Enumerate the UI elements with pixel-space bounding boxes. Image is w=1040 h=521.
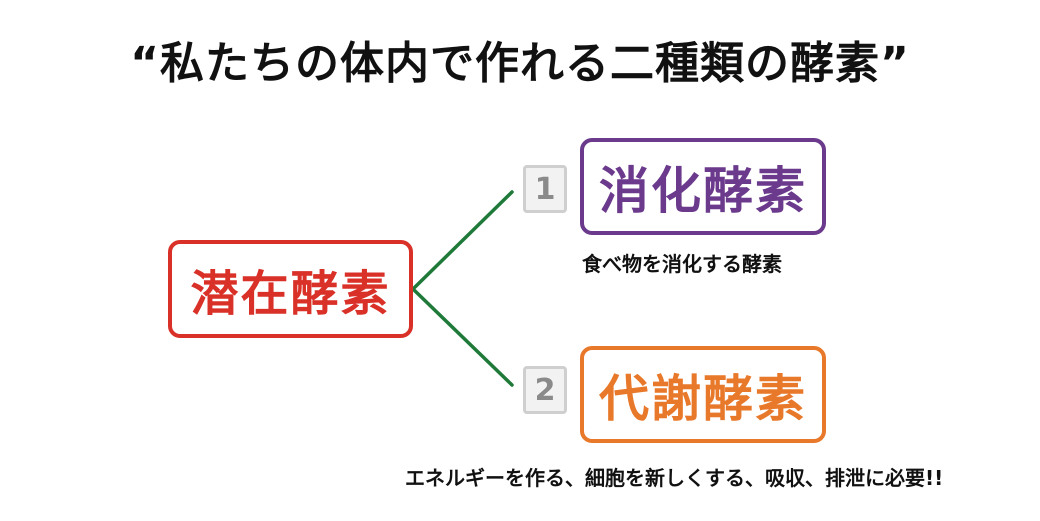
connector-line-lower: [411, 287, 514, 387]
branch-number-badge-2: 2: [523, 366, 567, 414]
root-node-label: 潜在酵素: [190, 266, 391, 322]
branch-description-2: エネルギーを作る、細胞を新しくする、吸収、排泄に必要!!: [405, 466, 944, 490]
diagram-title: “私たちの体内で作れる二種類の酵素”: [130, 38, 910, 89]
connector-line-upper: [411, 190, 514, 291]
branch-number-2: 2: [534, 372, 556, 408]
branch-number-1: 1: [534, 171, 556, 207]
branch-node-label-2: 代謝酵素: [599, 369, 807, 428]
branch-node-metabolic-enzyme: 代謝酵素: [580, 346, 826, 443]
branch-node-digestive-enzyme: 消化酵素: [580, 138, 826, 235]
branch-description-1: 食べ物を消化する酵素: [582, 252, 782, 276]
root-node-latent-enzyme: 潜在酵素: [168, 240, 413, 338]
branch-node-label-1: 消化酵素: [599, 161, 807, 220]
branch-number-badge-1: 1: [523, 165, 567, 213]
